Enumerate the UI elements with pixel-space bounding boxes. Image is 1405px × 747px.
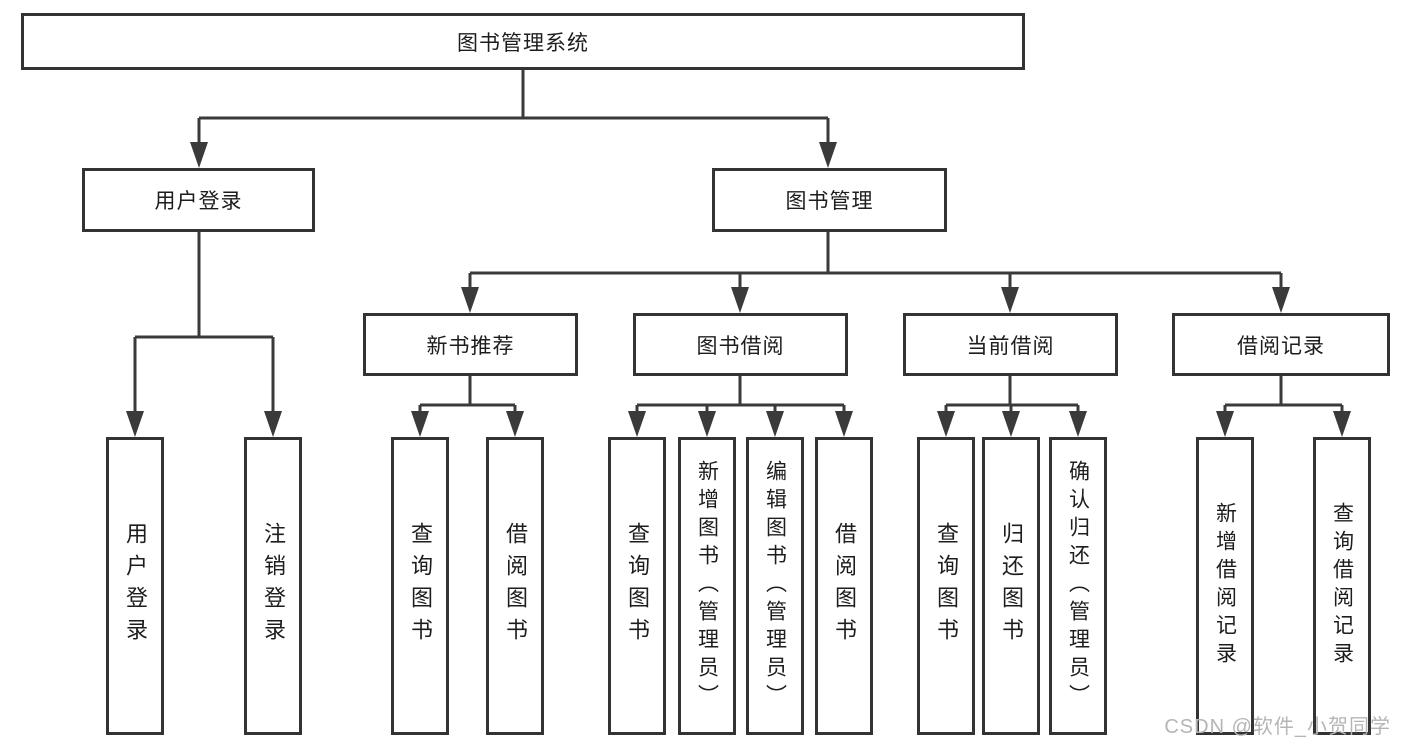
node-current-borrow: 当前借阅 [903,313,1118,376]
node-borrow-record: 借阅记录 [1172,313,1390,376]
node-leaf-query-book-recommend-label: 查询图书 [408,522,433,650]
node-book-borrow: 图书借阅 [633,313,848,376]
node-leaf-user-login-label: 用户登录 [123,522,148,650]
node-book-borrow-label: 图书借阅 [696,334,785,358]
node-leaf-borrow-book: 借阅图书 [815,437,873,735]
node-leaf-user-login: 用户登录 [106,437,164,735]
node-leaf-query-borrow-record-label: 查询借阅记录 [1330,502,1354,670]
node-leaf-edit-book-label: 编辑图书（管理员） [763,460,787,712]
node-current-borrow-label: 当前借阅 [966,334,1055,358]
node-leaf-borrow-book-recommend-label: 借阅图书 [503,522,528,650]
node-book-management-label: 图书管理 [785,190,874,213]
node-leaf-confirm-return: 确认归还（管理员） [1049,437,1107,735]
node-root-label: 图书管理系统 [457,31,589,55]
node-leaf-logout-label: 注销登录 [261,522,286,650]
node-leaf-logout: 注销登录 [244,437,302,735]
node-leaf-query-book-recommend: 查询图书 [391,437,449,735]
node-leaf-query-book-current-label: 查询图书 [934,522,959,650]
node-new-book-recommend-label: 新书推荐 [426,334,515,358]
node-leaf-add-borrow-record: 新增借阅记录 [1196,437,1254,735]
node-leaf-edit-book: 编辑图书（管理员） [746,437,804,735]
node-new-book-recommend: 新书推荐 [363,313,578,376]
node-leaf-query-borrow-record: 查询借阅记录 [1313,437,1371,735]
csdn-watermark: CSDN @软件_小贺同学 [1164,716,1391,738]
node-root: 图书管理系统 [21,13,1025,70]
node-leaf-query-book-borrow: 查询图书 [608,437,666,735]
node-leaf-add-borrow-record-label: 新增借阅记录 [1213,502,1237,670]
node-leaf-borrow-book-recommend: 借阅图书 [486,437,544,735]
node-borrow-record-label: 借阅记录 [1237,334,1325,358]
node-leaf-add-book: 新增图书（管理员） [678,437,736,735]
node-book-management: 图书管理 [712,168,947,232]
node-user-login: 用户登录 [82,168,315,232]
node-leaf-confirm-return-label: 确认归还（管理员） [1066,460,1090,712]
node-user-login-label: 用户登录 [154,190,243,213]
node-leaf-add-book-label: 新增图书（管理员） [695,460,719,712]
node-leaf-query-book-current: 查询图书 [917,437,975,735]
node-leaf-return-book: 归还图书 [982,437,1040,735]
arrowheads [126,142,1351,437]
node-leaf-query-book-borrow-label: 查询图书 [625,522,650,650]
node-leaf-borrow-book-label: 借阅图书 [832,522,857,650]
node-leaf-return-book-label: 归还图书 [999,522,1024,650]
